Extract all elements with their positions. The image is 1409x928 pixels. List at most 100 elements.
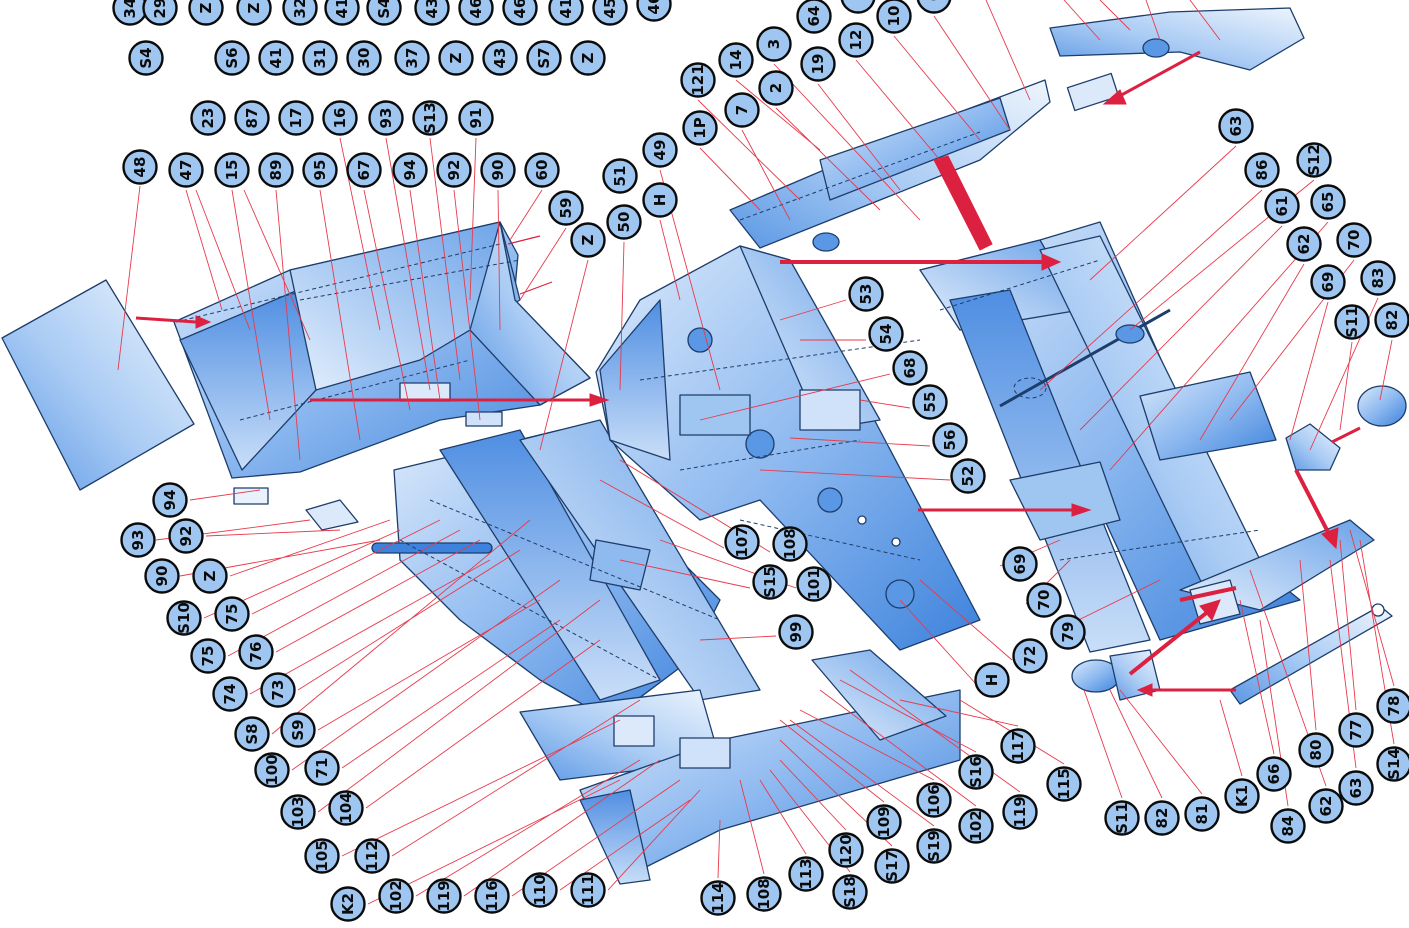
callout-h: H	[974, 662, 1010, 698]
callout-119: 119	[426, 878, 462, 914]
hole-86	[1013, 377, 1047, 399]
callout-circle	[122, 149, 158, 185]
callout-116: 116	[474, 878, 510, 914]
callout-circle	[838, 22, 874, 58]
callout-label: 46	[467, 0, 485, 18]
callout-s9: S9	[280, 712, 316, 748]
callout-56: 56	[932, 422, 968, 458]
callout-circle	[192, 558, 228, 594]
callout-30: 30	[346, 40, 382, 76]
callout-circle	[874, 848, 910, 884]
callout-111: 111	[570, 872, 606, 908]
clamp-112	[613, 715, 655, 747]
callout-label: 112	[363, 840, 381, 871]
callout-s10: S10	[166, 600, 202, 636]
callout-label: 55	[921, 392, 939, 413]
callout-circle	[214, 596, 250, 632]
callout-3: 3	[756, 26, 792, 62]
callout-76: 76	[238, 634, 274, 670]
callout-circle	[214, 40, 250, 76]
callout-circle	[234, 100, 270, 136]
callout-circle	[1360, 260, 1396, 296]
callout-label: 110	[531, 874, 549, 905]
callout-94: 94	[152, 482, 188, 518]
callout-label: 52	[959, 466, 977, 487]
callout-label: Z	[245, 2, 263, 13]
callout-circle	[120, 522, 156, 558]
callout-circle	[392, 152, 428, 188]
callout-label: 41	[333, 0, 351, 18]
callout-label: 69	[1319, 272, 1337, 293]
bracket-117	[811, 649, 947, 741]
callout-s19: S19	[916, 828, 952, 864]
callout-61: 61	[1264, 188, 1300, 224]
hole-small-1	[857, 515, 867, 525]
callout-circle	[368, 100, 404, 136]
callout-82: 82	[1144, 800, 1180, 836]
callout-label: 32	[291, 0, 309, 18]
callout-circle	[214, 152, 250, 188]
callout-label: 91	[467, 108, 485, 129]
callout-47: 47	[168, 152, 204, 188]
callout-circle	[868, 316, 904, 352]
callout-label: 75	[223, 604, 241, 625]
callout-label: S13	[421, 102, 439, 134]
callout-53: 53	[848, 276, 884, 312]
callout-circle	[974, 662, 1010, 698]
cabin-rear-flap	[469, 221, 591, 406]
callout-86: 86	[1244, 152, 1280, 188]
callout-circle	[168, 518, 204, 554]
callout-s13: S13	[412, 100, 448, 136]
callout-circle	[328, 790, 364, 826]
callout-label: 82	[1383, 310, 1401, 331]
callout-s4: S4	[366, 0, 402, 26]
callout-label: 66	[1265, 764, 1283, 785]
callout-label: 72	[1021, 646, 1039, 667]
callout-41: 41	[258, 40, 294, 76]
callout-label: S4	[375, 0, 393, 19]
hole-h2	[885, 579, 915, 609]
callout-label: Z	[201, 570, 219, 581]
callout-label: 53	[857, 284, 875, 305]
callout-75: 75	[214, 596, 250, 632]
callout-circle	[502, 0, 538, 26]
callout-29: 29	[142, 0, 178, 26]
callout-93: 93	[368, 100, 404, 136]
callout-circle	[1308, 788, 1344, 824]
callout-circle	[570, 872, 606, 908]
callout-label: 100	[263, 754, 281, 785]
bracket-93	[305, 499, 359, 531]
frame-hidden-lines	[399, 499, 721, 681]
callout-108: 108	[772, 526, 808, 562]
callout-circle	[840, 0, 876, 14]
callout-label: 70	[1035, 590, 1053, 611]
callout-circle	[258, 152, 294, 188]
top-rail-clip	[1066, 72, 1120, 112]
callout-label: 119	[435, 880, 453, 911]
callout-46: 46	[502, 0, 538, 26]
hole-h1	[687, 327, 713, 353]
callout-circle	[1244, 152, 1280, 188]
callout-circle	[168, 152, 204, 188]
explode-arrows	[135, 50, 1361, 697]
callout-label: 75	[199, 646, 217, 667]
callout-label: 61	[1273, 196, 1291, 217]
callout-102: 102	[378, 878, 414, 914]
callout-46: 46	[458, 0, 494, 26]
callout-circle	[1224, 778, 1260, 814]
callout-45: 45	[592, 0, 628, 26]
callout-label: 6	[925, 0, 943, 1]
callout-65: 65	[1310, 184, 1346, 220]
callout-circle	[1104, 800, 1140, 836]
callout-circle	[166, 600, 202, 636]
mount-s11-top	[1285, 423, 1341, 471]
callout-label: 73	[269, 680, 287, 701]
callout-circle	[916, 828, 952, 864]
callout-label: 59	[557, 198, 575, 219]
rail-k1	[1229, 605, 1393, 705]
callout-74: 74	[212, 676, 248, 712]
callout-circle	[642, 182, 678, 218]
callout-label: 84	[1279, 816, 1297, 837]
callout-37: 37	[394, 40, 430, 76]
